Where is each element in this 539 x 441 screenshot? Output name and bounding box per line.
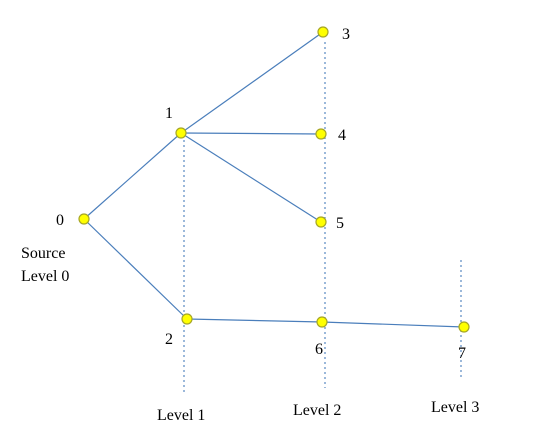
node-1 xyxy=(175,127,187,139)
node-labels: 0 1 2 3 4 5 6 7 xyxy=(56,26,466,362)
node-label-5: 5 xyxy=(336,215,344,232)
edge-2-6 xyxy=(186,318,323,323)
level-guides xyxy=(183,42,462,392)
edge-1-4 xyxy=(180,132,322,135)
edge-6-7 xyxy=(321,321,465,328)
node-label-2: 2 xyxy=(165,331,173,348)
edge-0-1 xyxy=(83,132,182,220)
node-0 xyxy=(78,213,90,225)
node-3 xyxy=(317,26,329,38)
side-labels: Source Level 0 Level 1 Level 2 Level 3 xyxy=(21,245,479,424)
level-0-label: Level 0 xyxy=(21,268,69,285)
node-7 xyxy=(458,321,470,333)
node-label-6: 6 xyxy=(315,341,323,358)
node-label-1: 1 xyxy=(165,105,173,122)
node-6 xyxy=(316,316,328,328)
level-2-label: Level 2 xyxy=(293,402,341,419)
node-group xyxy=(78,26,470,333)
edge-0-2 xyxy=(83,218,188,320)
edge-1-3 xyxy=(180,31,324,134)
node-4 xyxy=(315,128,327,140)
level-3-label: Level 3 xyxy=(431,399,479,416)
node-label-0: 0 xyxy=(56,212,64,229)
edge-group xyxy=(83,31,465,328)
level-1-label: Level 1 xyxy=(157,407,205,424)
node-label-7: 7 xyxy=(458,345,466,362)
node-label-4: 4 xyxy=(338,127,346,144)
node-2 xyxy=(181,313,193,325)
edge-1-5 xyxy=(180,132,322,223)
node-5 xyxy=(315,216,327,228)
node-label-3: 3 xyxy=(342,26,350,43)
source-label: Source xyxy=(21,245,65,262)
